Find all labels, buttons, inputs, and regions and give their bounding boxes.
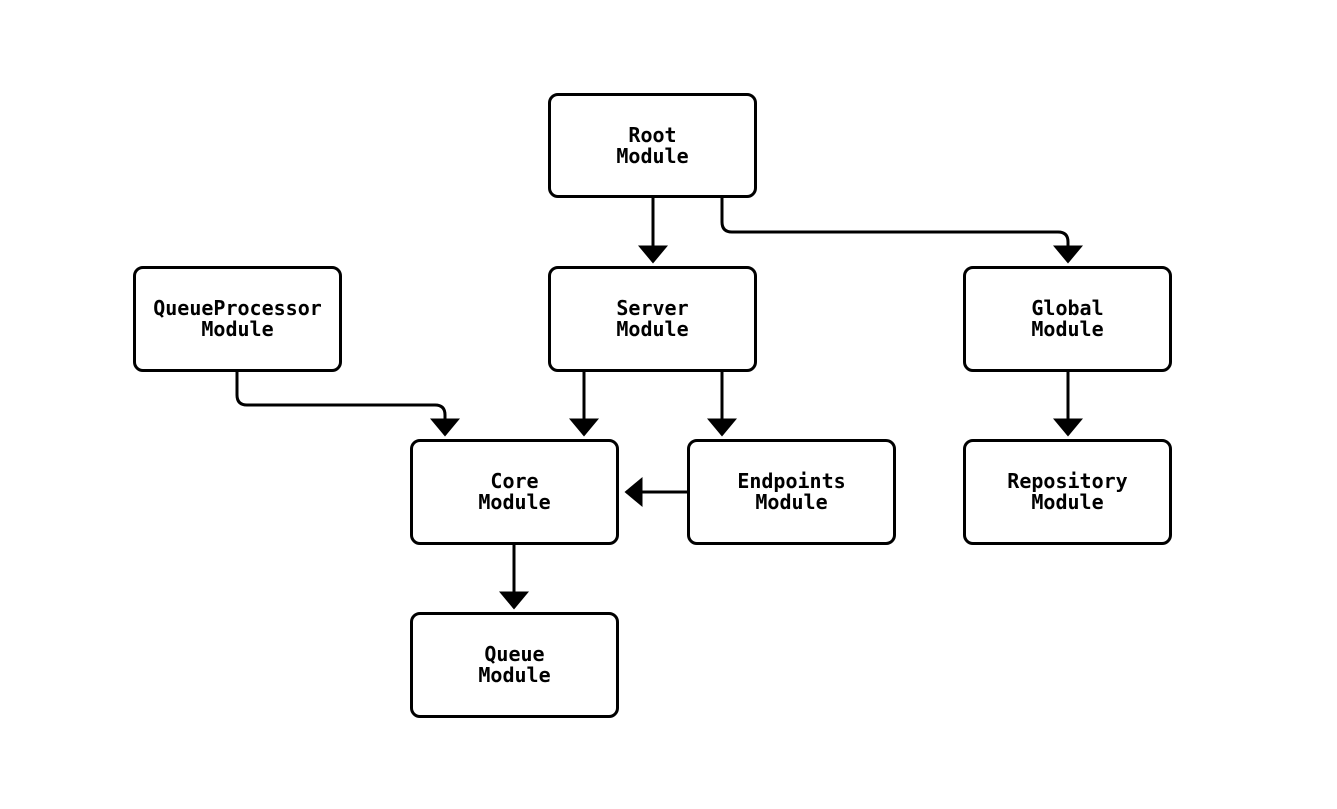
node-label: Core Module bbox=[478, 469, 551, 514]
node-label: Global Module bbox=[1031, 296, 1104, 341]
node-label: Endpoints Module bbox=[737, 469, 846, 514]
node-repository-module: Repository Module bbox=[963, 439, 1172, 545]
node-label: Server Module bbox=[616, 296, 689, 341]
node-label: Repository Module bbox=[1007, 469, 1128, 514]
node-global-module: Global Module bbox=[963, 266, 1172, 372]
node-label: Root Module bbox=[616, 122, 689, 168]
edge-queueprocessor-to-core bbox=[235, 372, 460, 437]
node-queueprocessor-module: QueueProcessor Module bbox=[133, 266, 342, 372]
node-endpoints-module: Endpoints Module bbox=[687, 439, 896, 545]
node-root-module: Root Module bbox=[548, 93, 757, 198]
node-label: Queue Module bbox=[478, 642, 551, 687]
edge-root-to-global bbox=[720, 198, 1083, 264]
node-core-module: Core Module bbox=[410, 439, 619, 545]
node-label: QueueProcessor Module bbox=[153, 296, 322, 341]
node-server-module: Server Module bbox=[548, 266, 757, 372]
node-queue-module: Queue Module bbox=[410, 612, 619, 718]
